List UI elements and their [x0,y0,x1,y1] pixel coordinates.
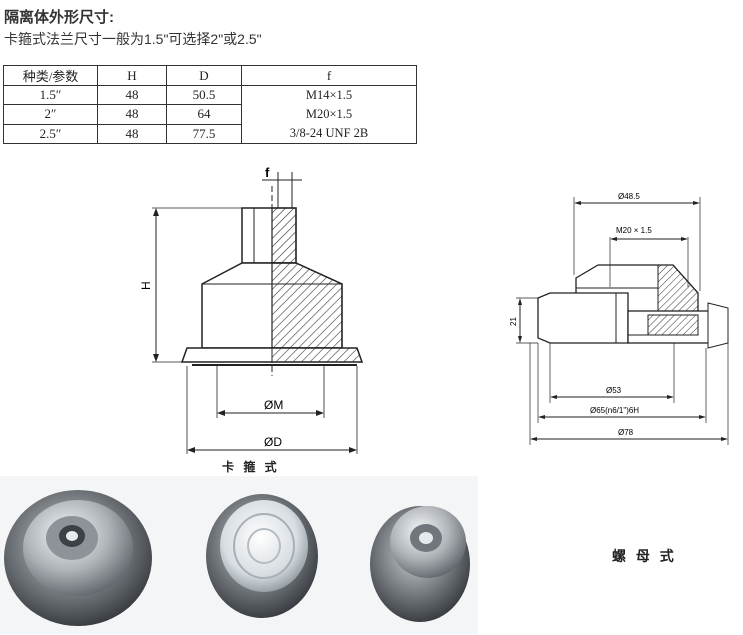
f-value: M14×1.5 [305,88,353,102]
cell-type: 1.5″ [3,84,98,106]
label-d53: Ø53 [606,386,622,395]
clamp-drawing: f H ØM ØD [139,166,364,454]
label-f: f [265,166,270,180]
label-h: H [139,281,153,290]
col-header-f: f [241,65,417,86]
label-m20: M20 × 1.5 [616,226,652,235]
label-m: ØM [264,398,283,412]
nut-fitting-photo [370,506,470,622]
cell-d: 64 [166,104,242,125]
table-row: 2.5″ 48 77.5 [3,123,417,145]
cell-type: 2.5″ [3,123,98,145]
cell-h: 48 [97,123,167,145]
product-photo-strip [0,476,478,634]
col-header-d: D [166,65,242,86]
cell-f: M14×1.5 M20×1.5 3/8-24 UNF 2B [241,85,417,144]
cell-d: 50.5 [166,84,242,106]
nut-caption: 螺 母 式 [612,548,677,564]
table-header-row: 种类/参数 H D f [3,65,417,86]
col-header-h: H [97,65,167,86]
clamp-fitting-photo [4,490,152,626]
cell-type: 2″ [3,104,98,125]
diaphragm-face-photo [206,494,318,618]
label-d: ØD [264,435,282,449]
clamp-caption: 卡 箍 式 [222,460,280,474]
table-row: 1.5″ 48 50.5 M14×1.5 M20×1.5 3/8-24 UNF … [3,84,417,144]
label-d78: Ø78 [618,428,634,437]
label-d48-5: Ø48.5 [618,192,640,201]
cell-d: 77.5 [166,123,242,145]
cell-h: 48 [97,84,167,106]
cell-h: 48 [97,104,167,125]
f-value: 3/8-24 UNF 2B [289,126,369,140]
label-d65: Ø65(n6/1")6H [590,406,639,415]
section-title: 隔离体外形尺寸: [4,9,114,26]
label-21: 21 [509,317,518,326]
table-row: 2″ 48 64 [3,104,417,125]
spec-table: 种类/参数 H D f 1.5″ 48 50.5 M14×1.5 M20×1.5… [3,65,417,145]
nut-drawing: Ø48.5 M20 × 1.5 21 Ø53 Ø65(n6/1")6H Ø78 [509,192,729,445]
section-subtitle: 卡箍式法兰尺寸一般为1.5"可选择2"或2.5" [4,31,262,47]
f-value: M20×1.5 [305,107,353,121]
col-header-type: 种类/参数 [3,65,98,86]
